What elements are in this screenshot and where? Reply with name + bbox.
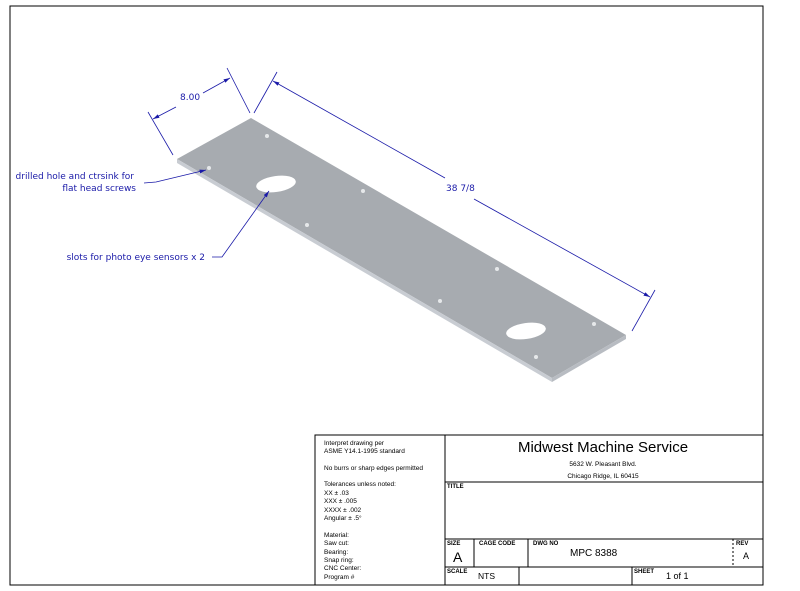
note-interpret-1: Interpret drawing per (324, 440, 385, 447)
title-block: Interpret drawing per ASME Y14.1-1995 st… (314, 434, 764, 586)
size-label: SIZE (447, 541, 460, 547)
length-dimension: 38 7/8 (253, 71, 656, 332)
note-tol-angular: Angular ± .5° (324, 514, 362, 522)
slot-hole (506, 322, 546, 340)
width-dimension: 8.00 (147, 67, 251, 156)
dwg-no-label: DWG NO (533, 541, 559, 547)
note-program: Program # (324, 574, 355, 581)
rev-label: REV (736, 541, 748, 547)
size-value: A (453, 549, 463, 565)
plate-part (177, 118, 626, 382)
screw-holes (207, 134, 596, 359)
note-tol-xx: XX ± .03 (324, 490, 349, 497)
sheet-label: SHEET (634, 569, 654, 575)
title-label: TITLE (447, 484, 464, 490)
cage-code-label: CAGE CODE (479, 541, 515, 547)
note-saw-cut: Saw cut: (324, 540, 349, 547)
dwg-no-value: MPC 8388 (570, 548, 618, 559)
note-tol-xxxx: XXXX ± .002 (324, 507, 362, 514)
rev-value: A (743, 551, 749, 561)
note-tolerances-title: Tolerances unless noted: (324, 481, 396, 488)
sheet-value: 1 of 1 (666, 571, 689, 581)
note-burrs: No burrs or sharp edges permitted (324, 465, 423, 472)
company-address-1: 5632 W. Pleasant Blvd. (569, 461, 636, 468)
sheet-border (9, 5, 764, 586)
hole-callout: drilled hole and ctrsink for flat head s… (16, 169, 207, 194)
note-material: Material: (324, 532, 349, 539)
scale-value: NTS (478, 571, 495, 581)
note-tol-xxx: XXX ± .005 (324, 498, 357, 505)
length-dimension-text: 38 7/8 (446, 184, 475, 194)
general-notes: Interpret drawing per ASME Y14.1-1995 st… (324, 440, 423, 581)
note-interpret-2: ASME Y14.1-1995 standard (324, 448, 405, 455)
scale-label: SCALE (447, 569, 467, 575)
slot-callout: slots for photo eye sensors x 2 (67, 190, 270, 263)
slot-callout-text: slots for photo eye sensors x 2 (67, 253, 205, 263)
company-name: Midwest Machine Service (518, 439, 688, 456)
note-bearing: Bearing: (324, 549, 348, 556)
slot-hole (256, 175, 296, 193)
note-snap-ring: Snap ring: (324, 557, 354, 564)
hole-callout-line1: drilled hole and ctrsink for (16, 172, 135, 182)
company-address-2: Chicago Ridge, IL 60415 (567, 473, 639, 480)
note-cnc-center: CNC Center: (324, 565, 361, 572)
width-dimension-text: 8.00 (180, 93, 200, 103)
hole-callout-line2: flat head screws (62, 184, 136, 194)
